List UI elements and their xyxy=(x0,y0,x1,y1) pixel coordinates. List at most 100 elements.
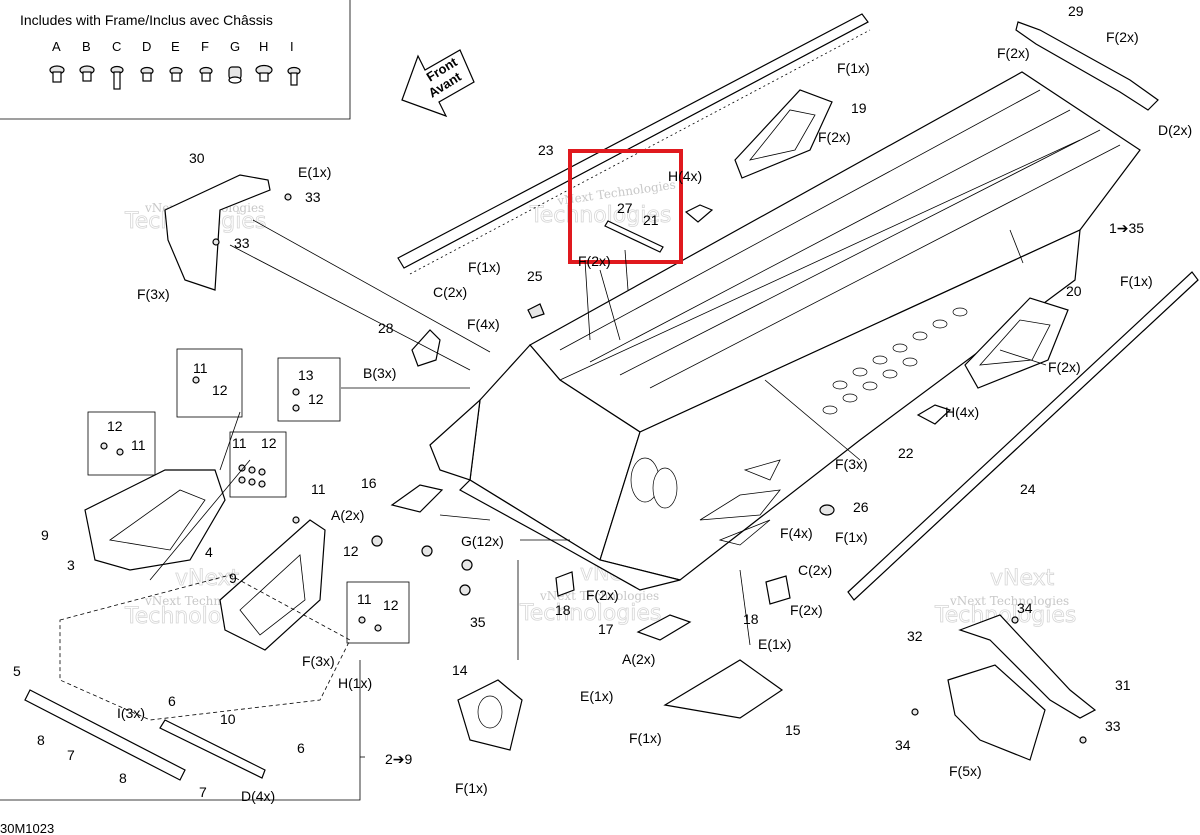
callout: F(1x) xyxy=(629,730,662,746)
callout: F(1x) xyxy=(455,780,488,796)
callout: 35 xyxy=(470,614,486,630)
callout: 11 xyxy=(232,435,247,451)
watermark-text: vNext Technologies xyxy=(949,594,1069,608)
callout: F(2x) xyxy=(1106,29,1139,45)
callout: 34 xyxy=(895,737,911,753)
legend-letter-c: C xyxy=(112,39,121,54)
callout: D(4x) xyxy=(241,788,275,804)
bracket-29 xyxy=(1015,21,1159,111)
callout: F(1x) xyxy=(835,529,868,545)
callout: 2➔9 xyxy=(385,751,413,767)
callout: I(3x) xyxy=(117,705,145,721)
callout: A(2x) xyxy=(331,507,364,523)
callout: 13 xyxy=(298,367,314,383)
legend-box: Includes with Frame/Inclus avec Châssis … xyxy=(0,0,351,120)
callout: 7 xyxy=(67,747,75,763)
bracket-21 xyxy=(684,204,714,223)
callout: F(4x) xyxy=(467,316,500,332)
callout: A(2x) xyxy=(622,651,655,667)
rear-bumper-31 xyxy=(958,614,1097,719)
kit-box-13-12 xyxy=(277,357,341,422)
fastener-f-icon xyxy=(199,66,213,82)
watermark-text: Technologies xyxy=(519,601,661,626)
watermark-text: vNext Technologies xyxy=(539,589,659,603)
callout: 18 xyxy=(743,611,759,627)
callout: 27 xyxy=(617,200,633,216)
callout: 11 xyxy=(357,591,372,607)
callout: 33 xyxy=(234,235,250,251)
callout: 8 xyxy=(119,770,127,786)
bracket-30 xyxy=(164,174,271,291)
bracket-22 xyxy=(916,404,952,425)
callout: 26 xyxy=(853,499,869,515)
callout: 12 xyxy=(212,382,228,398)
bracket-28 xyxy=(411,329,441,367)
callout: G(12x) xyxy=(461,533,504,549)
callout: F(3x) xyxy=(137,286,170,302)
fastener-d-icon xyxy=(140,66,154,82)
callout: 22 xyxy=(898,445,914,461)
callout: F(3x) xyxy=(835,456,868,472)
kit-box-12-11 xyxy=(87,411,156,476)
callout: 10 xyxy=(220,711,236,727)
legend-letter-b: B xyxy=(82,39,91,54)
callout: D(2x) xyxy=(1158,122,1192,138)
callout: 12 xyxy=(107,418,123,434)
foot-step-16 xyxy=(390,484,444,513)
plate-18 xyxy=(765,575,791,605)
legend-letter-h: H xyxy=(259,39,268,54)
callout: 9 xyxy=(229,570,237,586)
callout: B(3x) xyxy=(363,365,396,381)
callout: 21 xyxy=(643,212,659,228)
fastener-c-icon xyxy=(110,65,124,90)
callout: 29 xyxy=(1068,3,1084,19)
front-frame-3 xyxy=(84,469,226,571)
legend-letter-f: F xyxy=(201,39,209,54)
callout: 8 xyxy=(37,732,45,748)
plate-10 xyxy=(159,719,266,779)
callout: 34 xyxy=(1017,600,1033,616)
callout: 33 xyxy=(1105,718,1121,734)
callout: C(2x) xyxy=(433,284,467,300)
front-direction-arrow: Front Avant xyxy=(401,49,475,118)
callout: 11 xyxy=(311,481,326,497)
callout: H(4x) xyxy=(668,168,702,184)
rail-24 xyxy=(847,271,1199,601)
callout: 33 xyxy=(305,189,321,205)
foot-step-17 xyxy=(636,614,692,641)
shield-14 xyxy=(457,679,523,751)
callout: 4 xyxy=(205,544,213,560)
callout: 6 xyxy=(297,740,305,756)
legend-fasteners: A B C D E F G H I xyxy=(49,39,301,90)
callout: 11 xyxy=(193,360,208,376)
fastener-e-icon xyxy=(169,66,183,82)
callout: E(1x) xyxy=(580,688,613,704)
callout: 12 xyxy=(308,391,324,407)
callout: F(2x) xyxy=(586,587,619,603)
callout: F(1x) xyxy=(1120,273,1153,289)
callout: F(2x) xyxy=(818,129,851,145)
callout: H(1x) xyxy=(338,675,372,691)
callout: 20 xyxy=(1066,283,1082,299)
callout: 12 xyxy=(261,435,277,451)
front-frame-4 xyxy=(219,519,326,651)
callout: 11 xyxy=(131,437,146,453)
callout: 7 xyxy=(199,784,207,800)
legend-letter-d: D xyxy=(142,39,151,54)
callout: 16 xyxy=(361,475,377,491)
kit-box-11-12-b xyxy=(229,431,287,498)
callout: 5 xyxy=(13,663,21,679)
callout: F(2x) xyxy=(997,45,1030,61)
rear-plate-34 xyxy=(947,664,1046,761)
callout: 6 xyxy=(168,693,176,709)
callout: F(2x) xyxy=(1048,359,1081,375)
legend-title: Includes with Frame/Inclus avec Châssis xyxy=(20,12,273,28)
legend-letter-e: E xyxy=(171,39,180,54)
fastener-i-icon xyxy=(287,66,301,86)
callout: C(2x) xyxy=(798,562,832,578)
callout: 19 xyxy=(851,100,867,116)
fastener-b-icon xyxy=(79,65,95,82)
bracket-20 xyxy=(964,297,1069,389)
callout: 15 xyxy=(785,722,801,738)
callout: 17 xyxy=(598,621,614,637)
